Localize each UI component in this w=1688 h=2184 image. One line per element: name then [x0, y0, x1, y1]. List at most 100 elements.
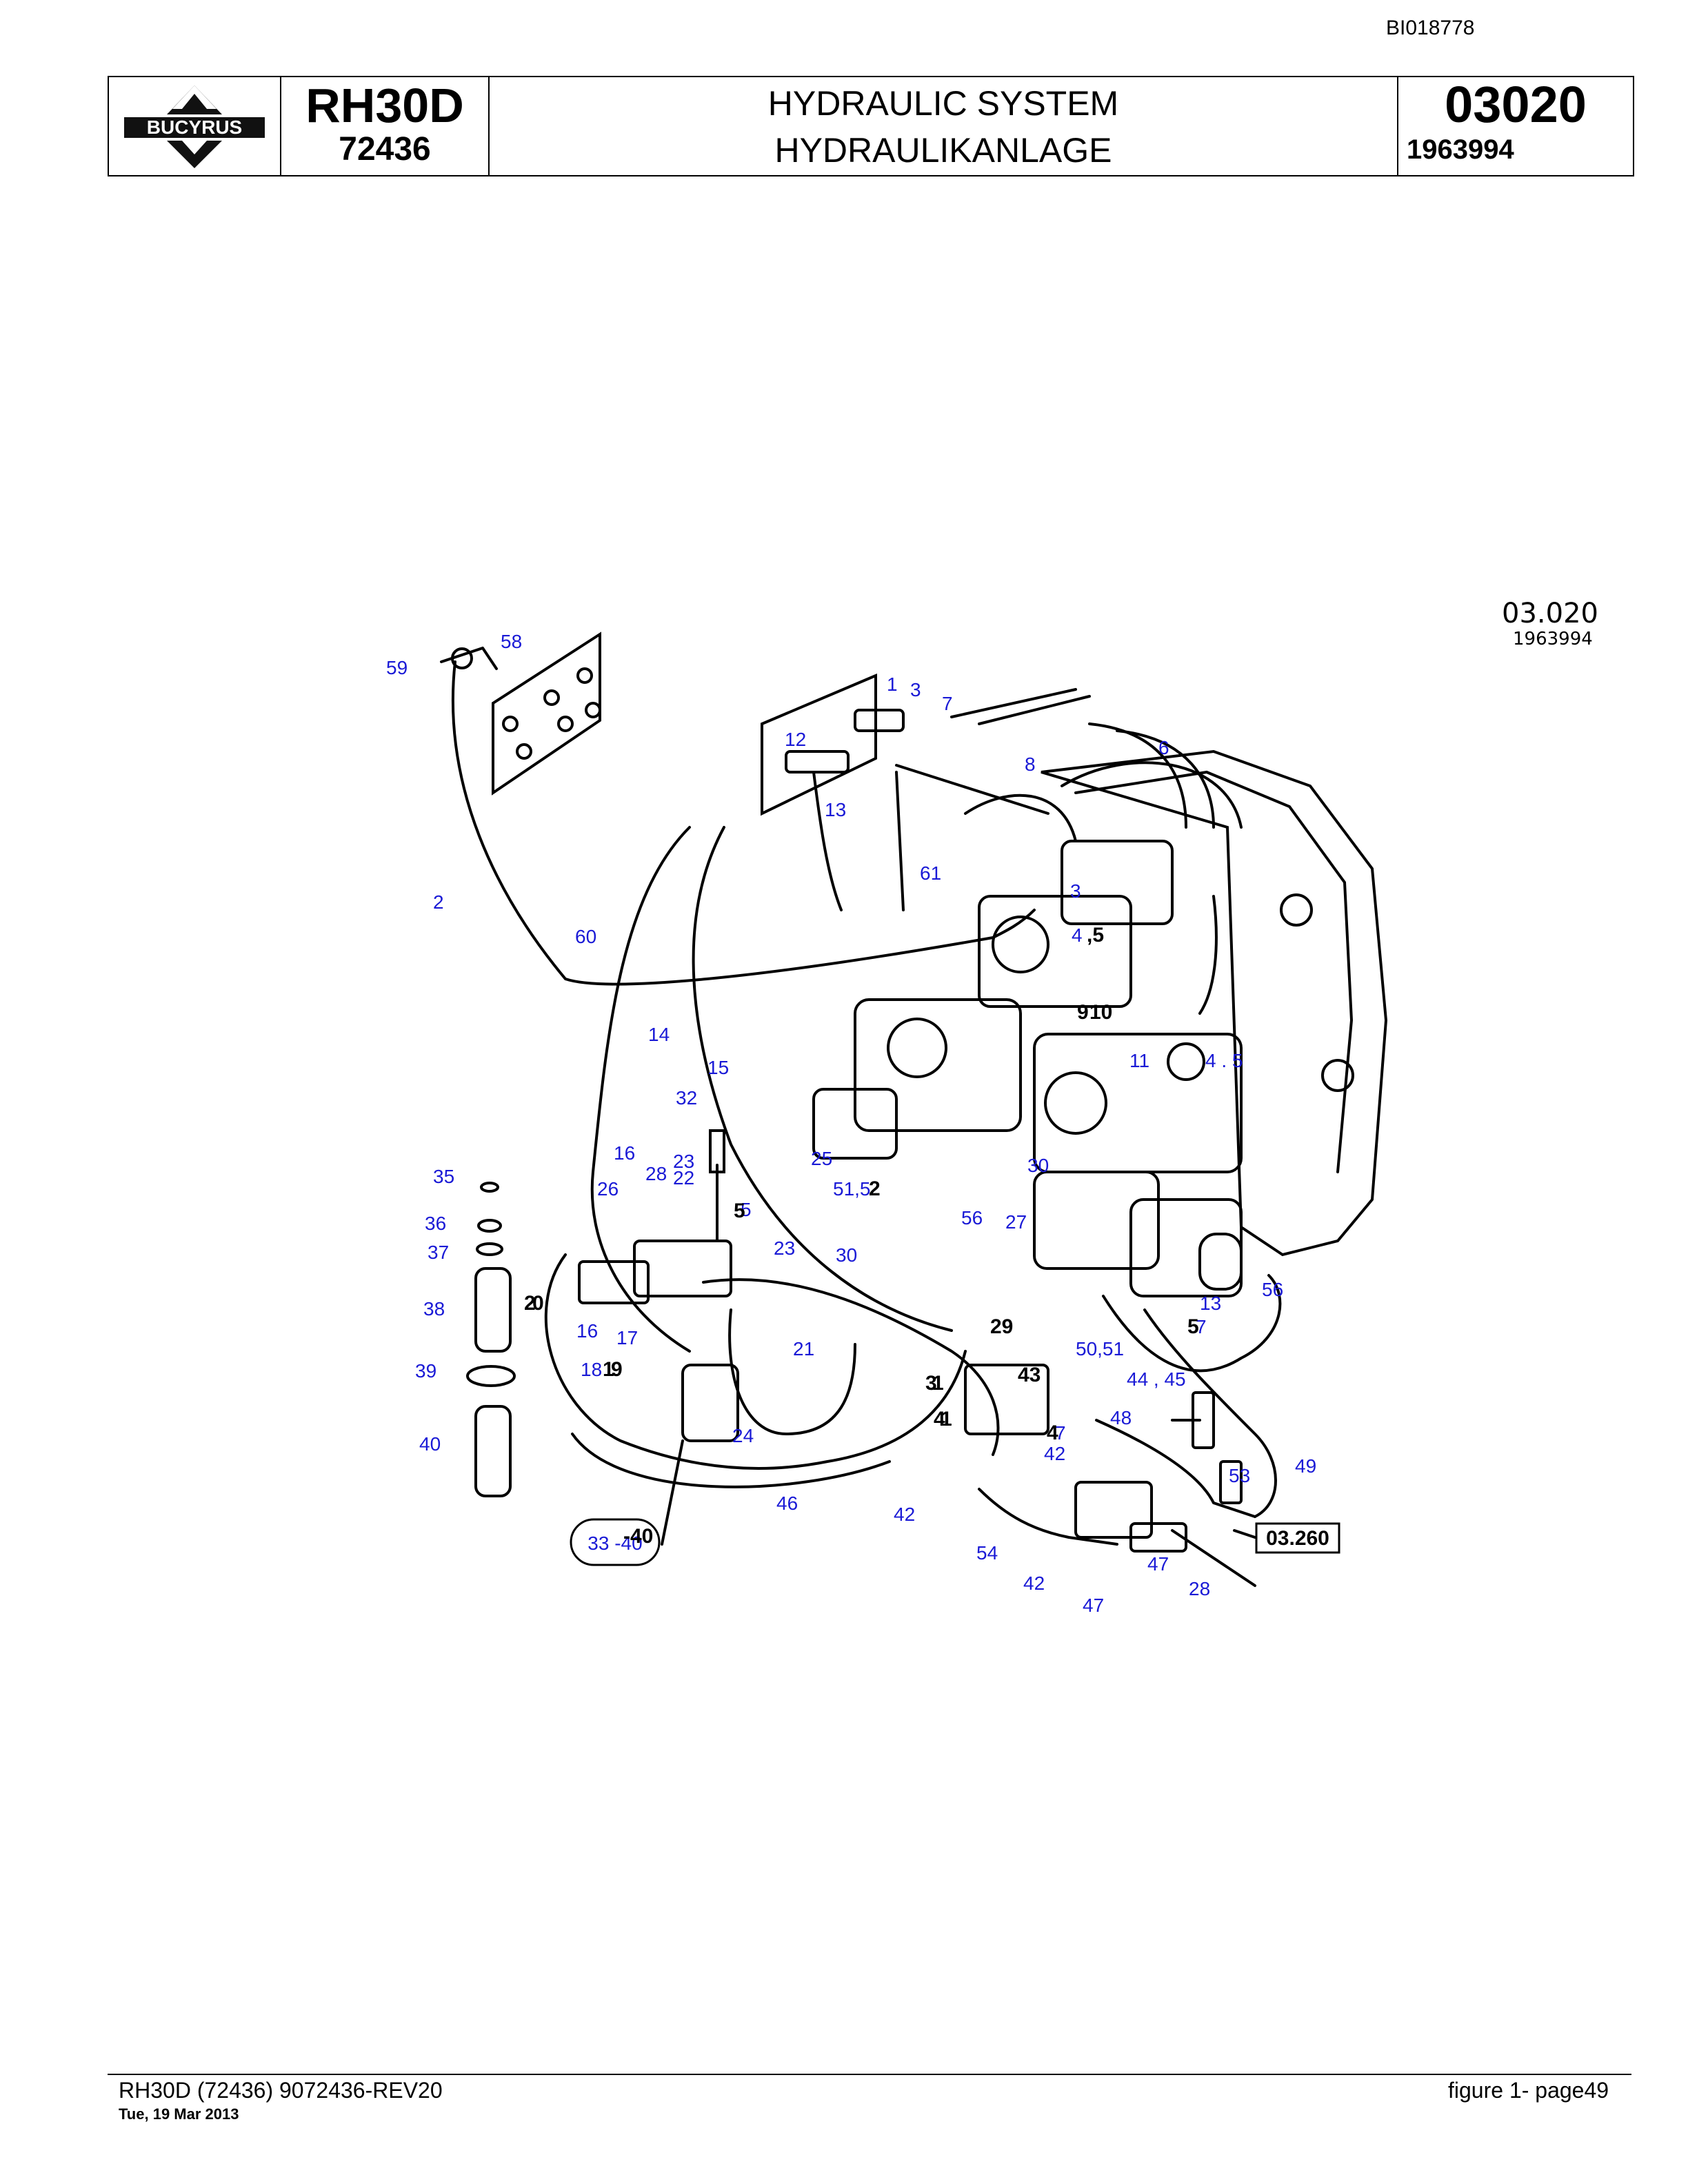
svg-text:4 . 5: 4 . 5 — [1205, 1050, 1243, 1071]
svg-text:51,5: 51,5 — [833, 1178, 871, 1200]
svg-text:-40: -40 — [623, 1525, 653, 1548]
svg-text:2: 2 — [869, 1177, 881, 1200]
svg-text:40: 40 — [419, 1433, 441, 1455]
svg-text:37: 37 — [428, 1242, 449, 1263]
svg-text:29: 29 — [990, 1315, 1013, 1338]
svg-text:28: 28 — [645, 1163, 667, 1184]
svg-text:49: 49 — [1295, 1455, 1316, 1477]
svg-text:5: 5 — [1187, 1315, 1199, 1338]
page-reference-label: 03.260 — [1266, 1527, 1329, 1550]
svg-text:35: 35 — [433, 1166, 454, 1187]
svg-text:47: 47 — [1083, 1595, 1104, 1616]
svg-text:36: 36 — [425, 1213, 446, 1234]
svg-text:10: 10 — [1089, 1001, 1112, 1024]
page-reference-box — [1255, 1522, 1340, 1554]
svg-text:5: 5 — [734, 1200, 745, 1222]
drawing-stamp: 03.020 1963994 — [1502, 598, 1598, 649]
svg-text:4: 4 — [1072, 924, 1083, 946]
svg-text:2: 2 — [524, 1292, 536, 1315]
svg-text:60: 60 — [575, 926, 596, 947]
svg-text:42: 42 — [1044, 1443, 1065, 1464]
svg-text:39: 39 — [415, 1360, 436, 1382]
bucyrus-logo-icon: BUCYRUS — [124, 85, 265, 168]
svg-text:12: 12 — [785, 729, 806, 750]
title-cell: HYDRAULIC SYSTEM HYDRAULIKANLAGE — [490, 77, 1398, 175]
svg-text:18: 18 — [581, 1359, 602, 1380]
svg-text:11: 11 — [1129, 1050, 1149, 1071]
model-name: RH30D — [305, 79, 464, 132]
svg-text:28: 28 — [1189, 1578, 1210, 1599]
svg-text:1: 1 — [941, 1408, 952, 1430]
svg-text:46: 46 — [776, 1493, 798, 1514]
svg-text:7: 7 — [1196, 1316, 1207, 1337]
filter-group-reference-label: 33 -40 — [587, 1533, 642, 1554]
svg-text:26: 26 — [597, 1178, 619, 1200]
svg-text:43: 43 — [1018, 1364, 1041, 1386]
svg-text:23: 23 — [774, 1237, 795, 1259]
svg-text:47: 47 — [1147, 1553, 1169, 1575]
svg-text:7: 7 — [1055, 1422, 1066, 1444]
svg-text:2: 2 — [433, 891, 444, 913]
svg-text:17: 17 — [616, 1327, 638, 1348]
svg-text:30: 30 — [836, 1244, 857, 1266]
svg-text:38: 38 — [423, 1298, 445, 1320]
svg-text:27: 27 — [1005, 1211, 1027, 1233]
svg-text:44 , 45: 44 , 45 — [1127, 1368, 1186, 1390]
svg-text:22: 22 — [673, 1167, 694, 1189]
svg-text:24: 24 — [732, 1425, 754, 1446]
title-english: HYDRAULIC SYSTEM — [767, 84, 1119, 123]
svg-text:13: 13 — [825, 799, 846, 820]
svg-text:23: 23 — [673, 1151, 694, 1172]
svg-text:4: 4 — [1047, 1422, 1058, 1444]
footer-page-ref: figure 1- page49 — [1448, 2078, 1609, 2103]
svg-text:,5: ,5 — [1087, 924, 1104, 947]
svg-text:15: 15 — [707, 1057, 729, 1078]
svg-text:7: 7 — [942, 693, 953, 714]
drawing-number: 1963994 — [1407, 134, 1514, 165]
footer-date: Tue, 19 Mar 2013 — [119, 2105, 239, 2123]
svg-text:59: 59 — [386, 657, 408, 678]
svg-text:61: 61 — [920, 862, 941, 884]
svg-text:0: 0 — [532, 1292, 544, 1315]
svg-text:21: 21 — [793, 1338, 814, 1359]
title-german: HYDRAULIKANLAGE — [774, 131, 1112, 170]
svg-text:3: 3 — [925, 1372, 937, 1395]
svg-text:25: 25 — [811, 1148, 832, 1169]
svg-text:3: 3 — [1070, 880, 1081, 902]
svg-text:9: 9 — [1077, 1001, 1089, 1024]
serial-number: 72436 — [339, 131, 431, 168]
model-cell: RH30D 72436 — [281, 77, 490, 175]
svg-text:16: 16 — [614, 1142, 635, 1164]
svg-text:1: 1 — [603, 1358, 614, 1381]
svg-text:42: 42 — [894, 1504, 915, 1525]
svg-text:56: 56 — [1262, 1279, 1283, 1300]
svg-text:42: 42 — [1023, 1573, 1045, 1594]
footer-rule — [108, 2074, 1631, 2075]
svg-text:58: 58 — [501, 631, 522, 652]
svg-text:53: 53 — [1229, 1465, 1250, 1486]
svg-text:13: 13 — [1200, 1293, 1221, 1314]
svg-text:56: 56 — [961, 1207, 983, 1228]
svg-text:5: 5 — [741, 1199, 752, 1220]
footer-document-ref: RH30D (72436) 9072436-REV20 — [119, 2078, 443, 2103]
svg-text:4: 4 — [934, 1408, 945, 1430]
stamp-drawing: 1963994 — [1513, 629, 1593, 649]
svg-text:9: 9 — [611, 1358, 623, 1381]
svg-text:3: 3 — [910, 679, 921, 700]
svg-text:48: 48 — [1110, 1407, 1132, 1428]
document-id: BI018778 — [1386, 17, 1475, 39]
brand-logo: BUCYRUS — [109, 77, 281, 175]
svg-text:14: 14 — [648, 1024, 670, 1045]
svg-text:16: 16 — [576, 1320, 598, 1342]
svg-text:30: 30 — [1027, 1155, 1049, 1176]
svg-text:8: 8 — [1025, 754, 1036, 775]
title-block: BUCYRUS RH30D 72436 HYDRAULIC SYSTEM HYD… — [108, 76, 1634, 176]
stamp-group: 03.020 — [1502, 598, 1598, 629]
group-code: 03020 — [1445, 76, 1587, 133]
filter-group-reference — [570, 1518, 661, 1566]
svg-text:1: 1 — [887, 674, 898, 695]
svg-text:BUCYRUS: BUCYRUS — [147, 117, 242, 138]
